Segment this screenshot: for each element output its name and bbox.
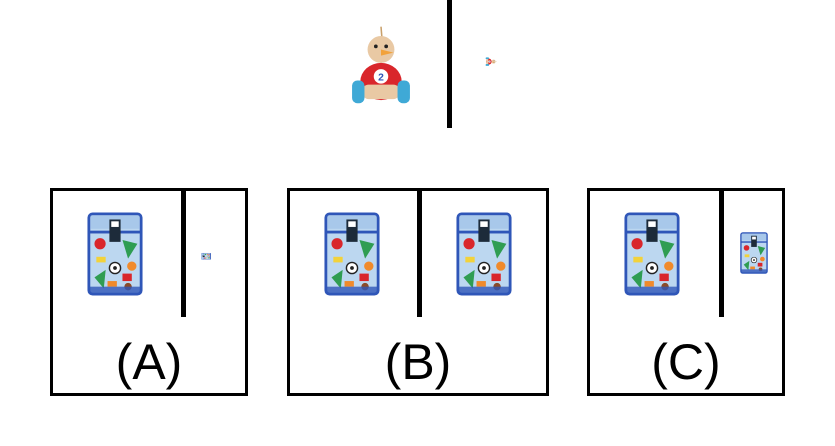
option-c-divider — [719, 191, 724, 317]
toy-bird-car-icon — [350, 24, 412, 108]
lunch-bag-icon — [456, 209, 512, 299]
option-a-divider — [181, 191, 186, 317]
option-a-label: (A) — [115, 334, 183, 390]
option-b-label: (B) — [384, 334, 452, 390]
toy-bird-car-rotated-icon — [461, 49, 503, 81]
reference-divider — [447, 0, 452, 128]
option-a-box[interactable]: (A) — [50, 188, 248, 396]
lunch-bag-icon — [324, 209, 380, 299]
lunch-bag-rotated-icon — [193, 239, 239, 269]
option-c-box[interactable]: (C) — [587, 188, 785, 396]
lunch-bag-icon — [87, 209, 143, 299]
lunch-bag-icon — [624, 209, 680, 299]
option-b-box[interactable]: (B) — [287, 188, 549, 396]
lunch-bag-small-icon — [740, 231, 768, 275]
option-b-divider — [417, 191, 422, 317]
option-c-label: (C) — [651, 334, 721, 390]
